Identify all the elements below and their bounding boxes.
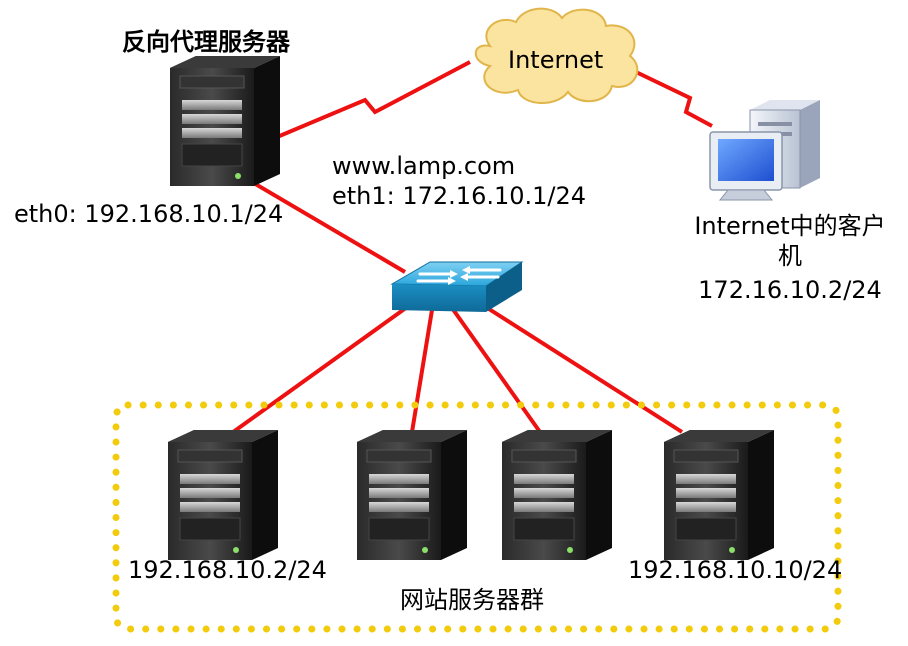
switch-to-server1-link bbox=[220, 303, 412, 442]
web-server-3-icon bbox=[501, 429, 613, 561]
server-farm-label: 网站服务器群 bbox=[400, 586, 544, 614]
internet-label: Internet bbox=[508, 46, 604, 74]
proxy-to-switch-link bbox=[250, 180, 407, 274]
switch-to-server4-link bbox=[476, 300, 684, 434]
client-label-line2: 机 bbox=[778, 242, 802, 270]
switch-to-server2-link bbox=[410, 309, 434, 433]
web-server-1-icon bbox=[167, 429, 279, 561]
proxy-eth0-label: eth0: 192.168.10.1/24 bbox=[14, 200, 284, 228]
switch-icon bbox=[390, 261, 524, 312]
proxy-server-title: 反向代理服务器 bbox=[122, 28, 290, 56]
internet-cloud-icon bbox=[474, 7, 639, 105]
client-ip-label: 172.16.10.2/24 bbox=[698, 276, 882, 304]
proxy-domain-label: www.lamp.com bbox=[332, 152, 516, 180]
web-server-4-icon bbox=[663, 429, 775, 561]
switch-to-server3-link bbox=[450, 306, 542, 434]
client-label-line1: Internet中的客户 bbox=[694, 212, 886, 240]
proxy-eth1-label: eth1: 172.16.10.1/24 bbox=[332, 182, 587, 210]
web-server-last-ip: 192.168.10.10/24 bbox=[628, 556, 843, 584]
web-server-2-icon bbox=[356, 429, 468, 561]
network-links bbox=[220, 60, 713, 442]
web-server-first-ip: 192.168.10.2/24 bbox=[128, 556, 327, 584]
server-farm-border bbox=[112, 401, 842, 633]
internet-to-client-link bbox=[635, 70, 713, 128]
client-computer-icon bbox=[709, 100, 820, 201]
proxy-server-icon bbox=[169, 55, 281, 187]
proxy-to-internet-link bbox=[269, 60, 471, 142]
